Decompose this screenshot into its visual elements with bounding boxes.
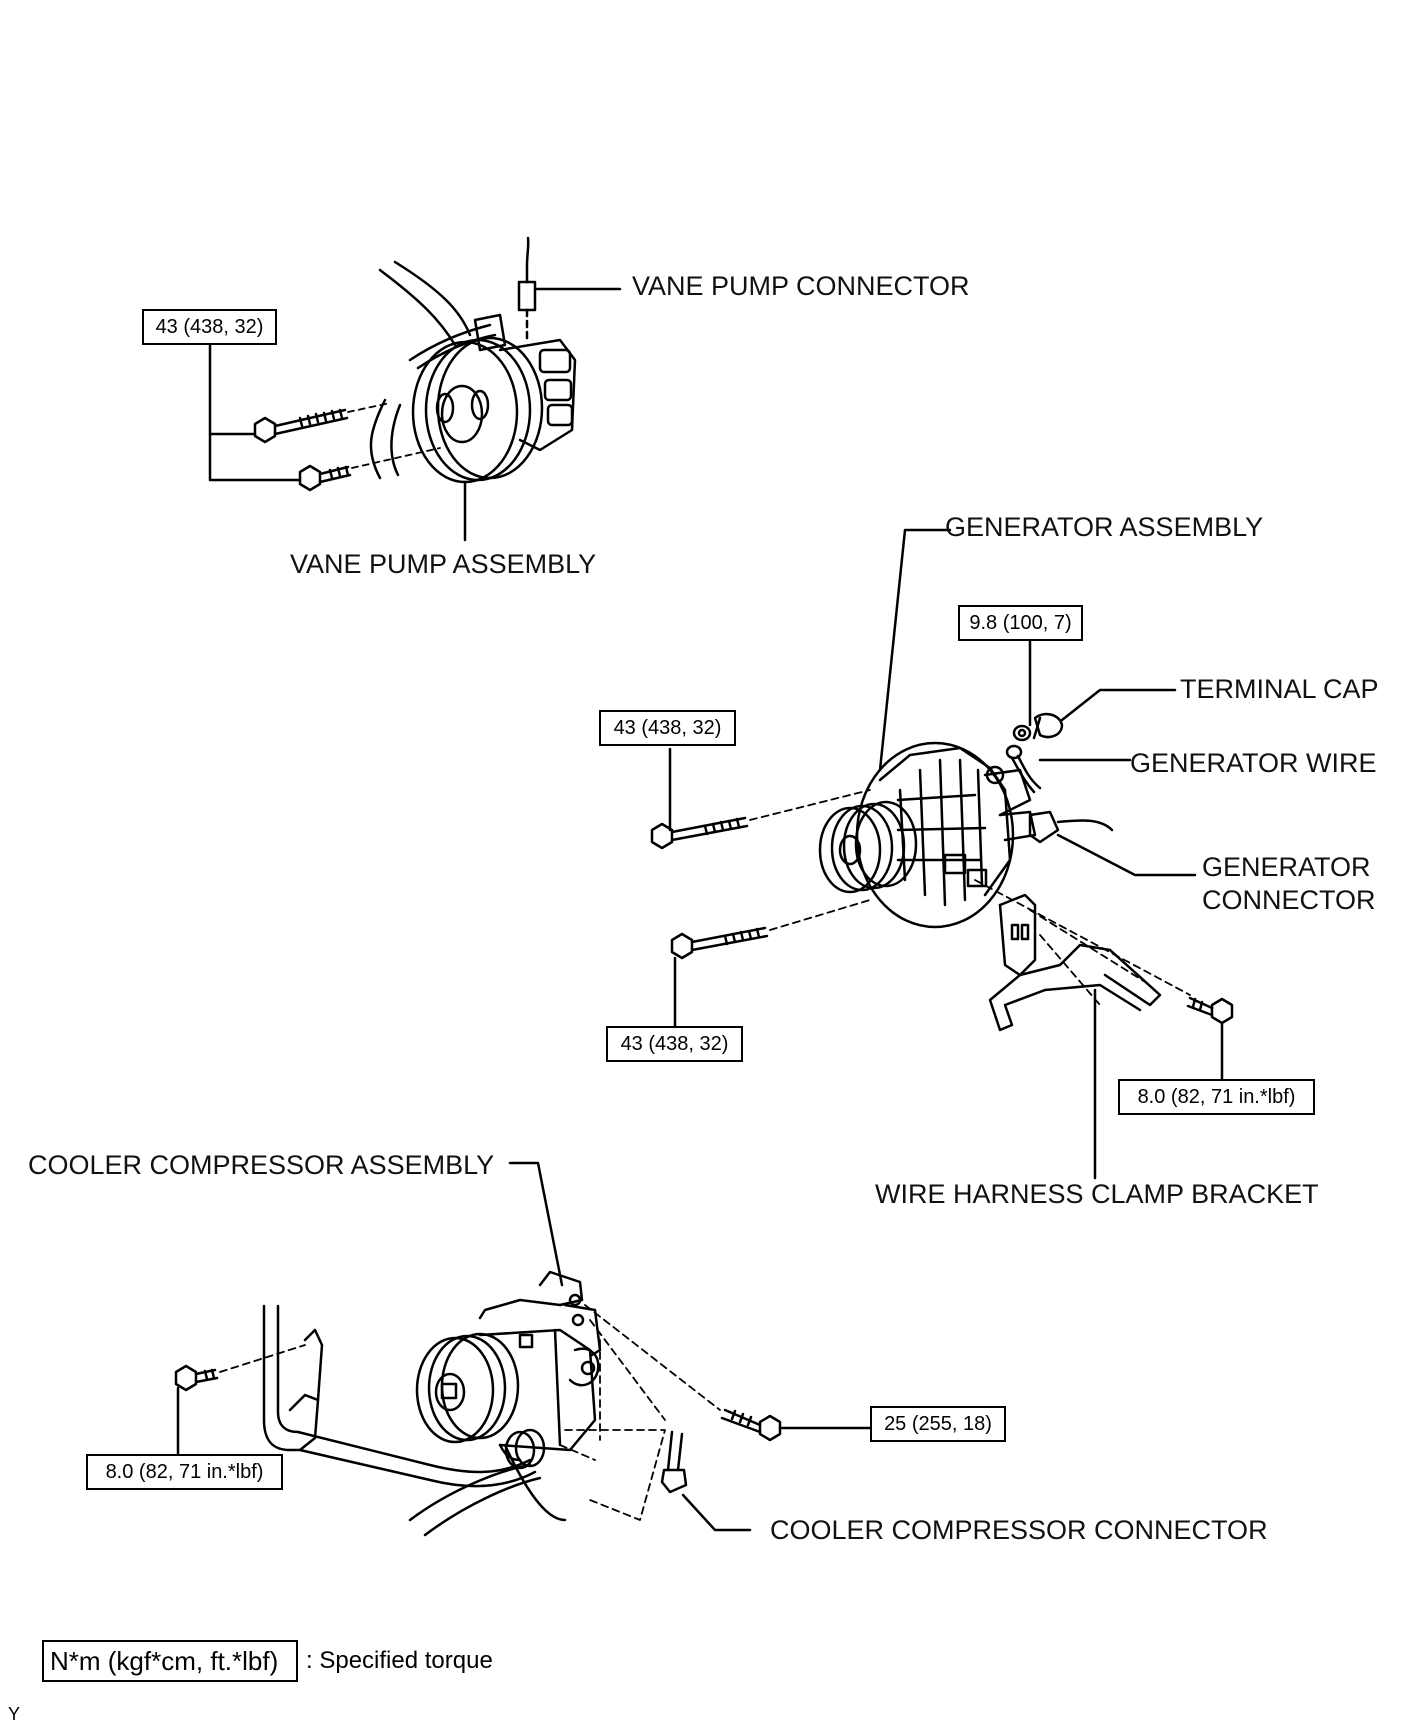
vane-pump-connector-label: VANE PUMP CONNECTOR: [632, 271, 970, 301]
terminal-cap-leader: [1060, 688, 1177, 722]
generator-connector-label-line1: GENERATOR: [1202, 852, 1371, 882]
bracket-bolt: [1186, 996, 1234, 1025]
generator-wire-drawing: [1005, 744, 1042, 794]
generator-assembly-drawing: [818, 741, 1037, 929]
wire-harness-clamp-bracket-label: WIRE HARNESS CLAMP BRACKET: [875, 1179, 1319, 1209]
cooler-compressor-assembly-drawing: [415, 1270, 602, 1462]
cooler-compressor-assembly-label: COOLER COMPRESSOR ASSEMBLY: [28, 1150, 495, 1180]
terminal-cap-label: TERMINAL CAP: [1180, 674, 1379, 704]
terminal-cap-drawing: [1032, 712, 1064, 740]
vane-pump-torque-box: 43 (438, 32): [142, 309, 277, 345]
compressor-right-torque-box: 25 (255, 18): [870, 1406, 1006, 1442]
cooler-compressor-connector-drawing: [660, 1430, 688, 1494]
cooler-compressor-assembly-leader: [508, 1161, 564, 1287]
compressor-hoses: [262, 1304, 567, 1537]
generator-connector-drawing: [1028, 810, 1114, 844]
generator-bracket-dashed-lines: [974, 879, 1191, 1006]
generator-upper-bolt: [650, 789, 871, 850]
vane-pump-assembly-drawing: [369, 236, 577, 484]
generator-connector-leader: [1056, 833, 1197, 877]
vane-pump-assembly-label: VANE PUMP ASSEMBLY: [290, 549, 597, 579]
generator-cap-torque-box: 9.8 (100, 7): [958, 605, 1083, 641]
cooler-compressor-connector-leader: [681, 1493, 752, 1532]
generator-terminal-nut: [1012, 724, 1032, 742]
compressor-left-torque-box: 8.0 (82, 71 in.*lbf): [86, 1454, 283, 1490]
torque-unit-legend-box: N*m (kgf*cm, ft.*lbf): [42, 1640, 298, 1682]
cooler-compressor-connector-label: COOLER COMPRESSOR CONNECTOR: [770, 1515, 1268, 1545]
generator-wire-label: GENERATOR WIRE: [1130, 748, 1377, 778]
generator-lower-bolt: [670, 899, 871, 960]
wire-harness-clamp-bracket-drawing: [988, 893, 1162, 1032]
compressor-right-bolt: [720, 1408, 782, 1442]
torque-legend-text: : Specified torque: [306, 1647, 493, 1674]
generator-assembly-leader: [878, 528, 952, 772]
generator-upper-torque-box: 43 (438, 32): [599, 710, 736, 746]
generator-connector-label-line2: CONNECTOR: [1202, 885, 1376, 915]
bracket-bolt-torque-box: 8.0 (82, 71 in.*lbf): [1118, 1079, 1315, 1115]
vane-pump-torque-leader: [208, 338, 302, 482]
illustration-code: Y: [8, 1704, 21, 1724]
vane-pump-upper-bolt: [253, 402, 391, 444]
generator-assembly-label: GENERATOR ASSEMBLY: [945, 512, 1264, 542]
vane-pump-lower-bolt: [298, 447, 441, 492]
compressor-dashed-lines: [559, 1304, 721, 1521]
compressor-left-bolt: [174, 1344, 306, 1392]
generator-lower-torque-box: 43 (438, 32): [606, 1026, 743, 1062]
